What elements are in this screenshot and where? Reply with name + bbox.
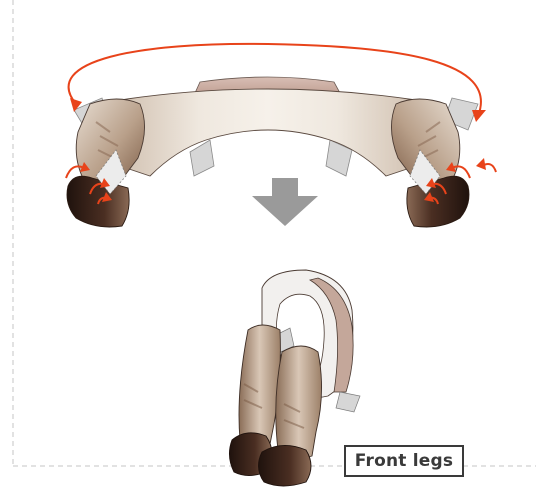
assembled-front-legs <box>229 270 360 486</box>
assembled-leg-right <box>276 346 322 458</box>
glue-tab-left-mid <box>190 140 214 176</box>
assembled-tab-right <box>336 392 360 412</box>
caption-label: Front legs <box>355 451 453 471</box>
body-strip <box>96 89 440 176</box>
caption-box: Front legs <box>344 445 464 477</box>
down-arrow-icon <box>252 178 318 226</box>
assembled-paw-right <box>258 445 311 486</box>
